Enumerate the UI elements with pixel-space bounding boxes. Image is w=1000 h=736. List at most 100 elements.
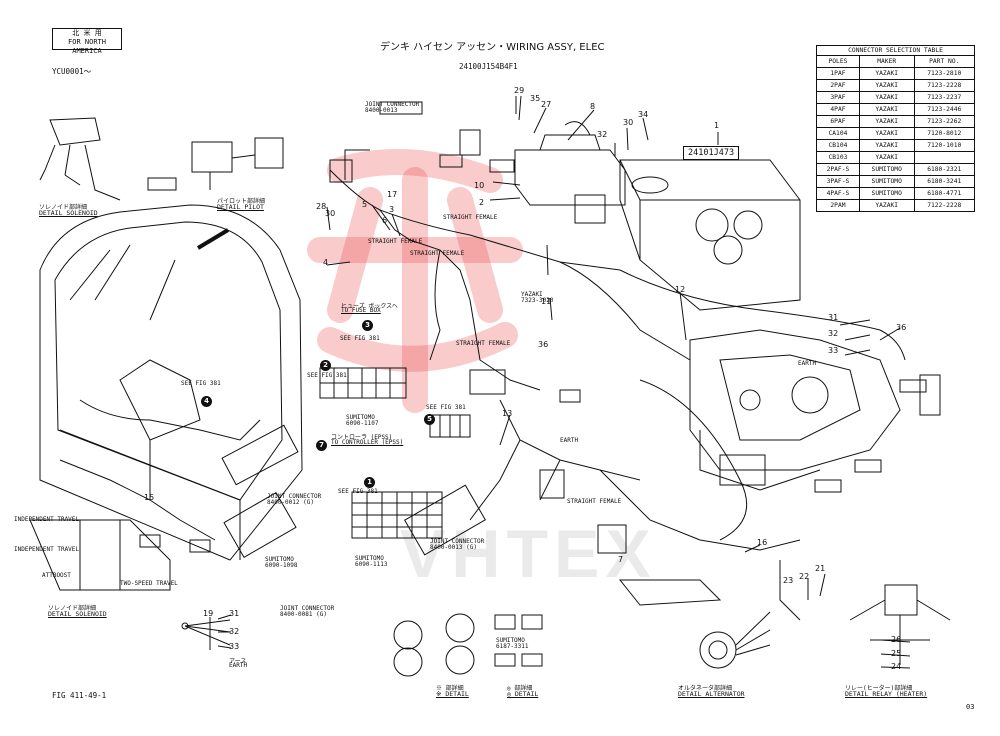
detail-solenoid-top: DETAIL SOLENOID [39,209,98,217]
see-fig-381-e: SEE FIG 381 [338,488,378,495]
independent-travel: INDEPENDENT TRAVEL [14,516,80,523]
callout-2: 2 [479,198,485,207]
label-2pam-maker: YAZAKI [521,291,543,298]
straight-female-e: STRAIGHT FEMALE [443,214,498,221]
joint-connector-top: JOINT CONNECTOR [365,101,420,108]
callout-12: 12 [675,285,686,294]
callout-8: 8 [590,102,596,111]
callout-16: 16 [757,538,768,547]
two-speed-travel: TWO-SPEED TRAVEL [120,580,178,587]
straight-female-d: STRAIGHT FEMALE [567,498,622,505]
part-number: 24100J154B4F1 [459,62,518,71]
callout-25: 25 [891,649,902,658]
detail-circle-jp: ◎ 部詳細 [507,685,533,692]
joint-connector-12 [404,484,486,556]
to-fuse-box: TO FUSE BOX [341,307,381,314]
bullet-4: 4 [201,396,212,407]
region-jp: 北 米 用 [72,29,102,37]
bullet-7: 7 [316,440,327,451]
callout-33: 33 [229,642,240,651]
callout-36b: 36 [538,340,549,349]
bullet-3: 3 [362,320,373,331]
jc-mid-pn: 8400-0013 (G) [430,544,477,551]
callout-32: 32 [229,627,240,636]
callout-4: 4 [323,258,329,267]
region-en: FOR NORTH AMERICA [68,38,106,55]
label-2pam-pn: 7323-3020 [521,297,554,304]
detail-alternator: DETAIL ALTERNATOR [678,690,745,698]
controller-jp: コントローラ (EPSS) [331,434,393,441]
independent-travel-2: INDEPENDENT TRAVEL [14,546,80,553]
joint-connector-cab [221,424,299,486]
see-fig-381-d: SEE FIG 381 [426,404,466,411]
callout-23: 23 [783,576,794,585]
detail-relay: DETAIL RELAY (HEATER) [845,690,928,698]
bullet-2: 2 [320,360,331,371]
earth-bottom: EARTH [229,662,248,669]
detail-star-jp: ※ 部詳細 [436,685,464,692]
serial-range: YCU0001～ [52,67,92,76]
detail-star: ※ DETAIL [436,690,469,698]
callout-36: 36 [896,323,907,332]
joint-connector-20pam [319,367,407,399]
label-20pam-pn: 6090-1107 [346,420,379,427]
callout-3: 3 [389,205,395,214]
joint-connector-bottom: JOINT CONNECTOR [280,605,335,612]
callout-1: 1 [714,121,720,130]
page-number: 03 [966,703,975,711]
earth-mid: EARTH [560,437,579,444]
callout-27: 27 [541,100,552,109]
label-5pam-pn: 6187-3311 [496,643,529,650]
callout-31b: 31 [828,313,839,322]
callout-24: 24 [891,662,902,671]
joint-connector-16pam [223,491,297,559]
bullet-1: 1 [364,477,375,488]
joint-connector-24pam [351,491,443,539]
callout-29: 29 [514,86,525,95]
jc-bottom-pn: 8400-0081 (G) [280,611,327,618]
callout-11: 11 [541,297,552,306]
jc-cab-pn: 8400-0012 (G) [267,499,314,506]
to-controller: TO CONTROLLER (EPSS) [331,439,404,446]
straight-female-a: STRAIGHT FEMALE [368,238,423,245]
callout-28: 28 [316,202,327,211]
callout-7: 7 [618,555,624,564]
straight-female-c: STRAIGHT FEMALE [456,340,511,347]
callout-31: 31 [229,609,240,618]
detail-solenoid-bottom: DETAIL SOLENOID [48,610,107,618]
detail-alternator-jp: オルタネータ部詳細 [678,685,733,692]
callout-10: 10 [474,181,485,190]
detail-pilot: DETAIL PILOT [217,203,264,211]
callout-15: 15 [144,493,155,502]
table-cell: 2PAM [816,199,860,212]
see-fig-381-b: SEE FIG 381 [307,372,347,379]
see-fig-381-c: SEE FIG 381 [340,335,380,342]
bullet-5: 5 [424,414,435,425]
callout-30: 30 [623,118,634,127]
straight-female-b: STRAIGHT FEMALE [410,250,465,257]
joint-connector-cab: JOINT CONNECTOR [267,493,322,500]
label-16pam-maker: SUMITOMO [265,556,294,563]
callout-6: 6 [382,216,388,225]
joint-connector-5pam [429,414,471,438]
cab-outline [39,204,303,561]
detail-solenoid-top-jp: ソレノイド部詳細 [39,204,88,211]
callout-35: 35 [530,94,541,103]
detail-solenoid-bottom-jp: ソレノイド部詳細 [48,605,97,612]
callout-32c: 32 [597,130,608,139]
callout-17: 17 [387,190,398,199]
callout-30b: 30 [325,209,336,218]
figure-number: FIG 411-49-1 [52,691,107,700]
callout-32b: 32 [828,329,839,338]
label-16pam-pn: 6090-1098 [265,562,298,569]
region-box: 北 米 用 FOR NORTH AMERICA [52,28,122,55]
label-20pam-maker: SUMITOMO [346,414,375,421]
callout-19: 19 [203,609,214,618]
